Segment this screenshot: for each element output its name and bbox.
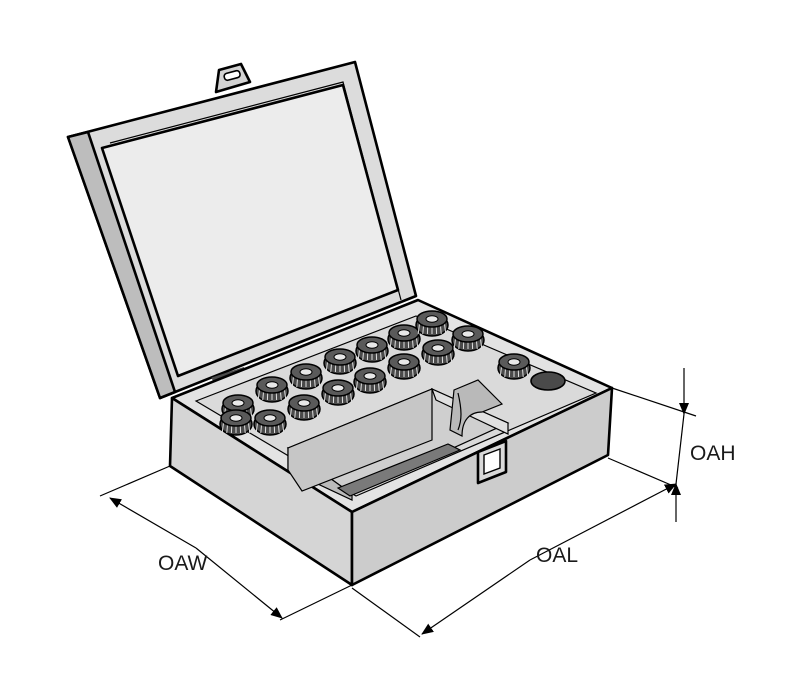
box-body <box>168 298 614 587</box>
collet-nut <box>353 367 387 394</box>
hasp-loop-icon <box>214 62 252 94</box>
box-front-face <box>350 386 614 587</box>
collet-nut <box>421 339 455 366</box>
lid <box>66 60 418 400</box>
collet-nut <box>323 348 357 375</box>
lid-rim-line <box>109 81 402 301</box>
collet-nut <box>451 325 485 352</box>
collet-nut <box>287 394 321 421</box>
dimension-oaw: OAW <box>99 465 353 621</box>
collet-nut <box>255 376 289 403</box>
lid-side-edge <box>66 130 177 400</box>
collet-nut <box>497 353 531 380</box>
round-holder-hole <box>530 371 566 391</box>
collet-nut <box>387 353 421 380</box>
collet-nut <box>289 363 323 390</box>
collet-nut <box>253 409 287 436</box>
collet-nut <box>321 379 355 406</box>
latch-icon <box>476 439 508 485</box>
collet-nut <box>415 310 449 337</box>
collet-nut <box>355 336 389 363</box>
oal-label: OAL <box>536 544 578 567</box>
dimension-oah: OAH <box>611 368 736 522</box>
wrench-slot <box>449 379 504 437</box>
oaw-label: OAW <box>158 552 208 575</box>
oah-label: OAH <box>690 442 736 465</box>
collet-nut <box>387 324 421 351</box>
collet-nut <box>219 409 253 436</box>
dimension-oal: OAL <box>351 457 679 638</box>
collet-set <box>219 310 531 436</box>
